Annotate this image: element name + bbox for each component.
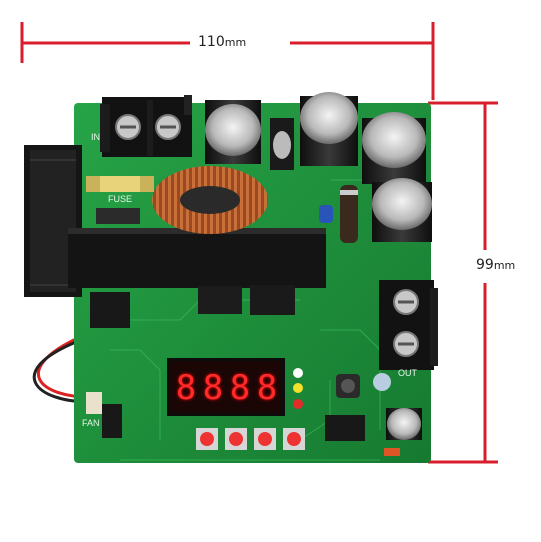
ic-chip (325, 415, 365, 441)
height-dimension (428, 101, 498, 464)
width-value: 110 (198, 34, 225, 50)
capacitor-icon (300, 92, 358, 166)
display-digit: 8 (229, 368, 251, 408)
capacitor-icon (362, 112, 426, 184)
smd-red (384, 448, 400, 456)
capacitor-icon (372, 178, 432, 242)
terminal-block-icon (379, 280, 438, 370)
display-digit: 8 (202, 368, 224, 408)
resistor (96, 208, 140, 224)
ic-chip (102, 404, 122, 438)
crystal (373, 373, 391, 391)
capacitor-icon (386, 408, 422, 440)
width-dimension (20, 22, 435, 100)
height-value: 99 (476, 257, 494, 273)
blue-capacitor (319, 205, 333, 223)
led-icon (293, 368, 303, 378)
heatsink-bar (68, 228, 326, 288)
fan-connector (86, 392, 102, 414)
terminal-block-icon (100, 95, 192, 157)
inductor-icon (152, 166, 268, 234)
width-dimension-label: 110mm (196, 34, 249, 50)
led-icon (293, 399, 303, 409)
input-label: IN (91, 132, 100, 142)
fan-label: FAN (82, 418, 100, 428)
capacitor-icon (205, 100, 261, 164)
fuse-label: FUSE (108, 194, 133, 204)
push-button-icon (283, 428, 305, 450)
led-display-frame (167, 358, 285, 416)
push-button-icon (225, 428, 247, 450)
width-unit: mm (224, 36, 247, 49)
fuse (86, 176, 154, 192)
fan-wire (32, 336, 91, 404)
display-digit: 8 (175, 368, 197, 408)
push-button-icon (196, 428, 218, 450)
mosfet (198, 286, 242, 314)
output-label: OUT (398, 368, 417, 378)
push-button-icon (254, 428, 276, 450)
power-diode (340, 185, 358, 243)
mosfet (90, 292, 130, 328)
diode-block (250, 285, 295, 315)
led-icon (293, 383, 303, 393)
display-digit: 8 (256, 368, 278, 408)
height-dimension-label: 99mm (474, 257, 518, 273)
height-unit: mm (493, 259, 516, 272)
